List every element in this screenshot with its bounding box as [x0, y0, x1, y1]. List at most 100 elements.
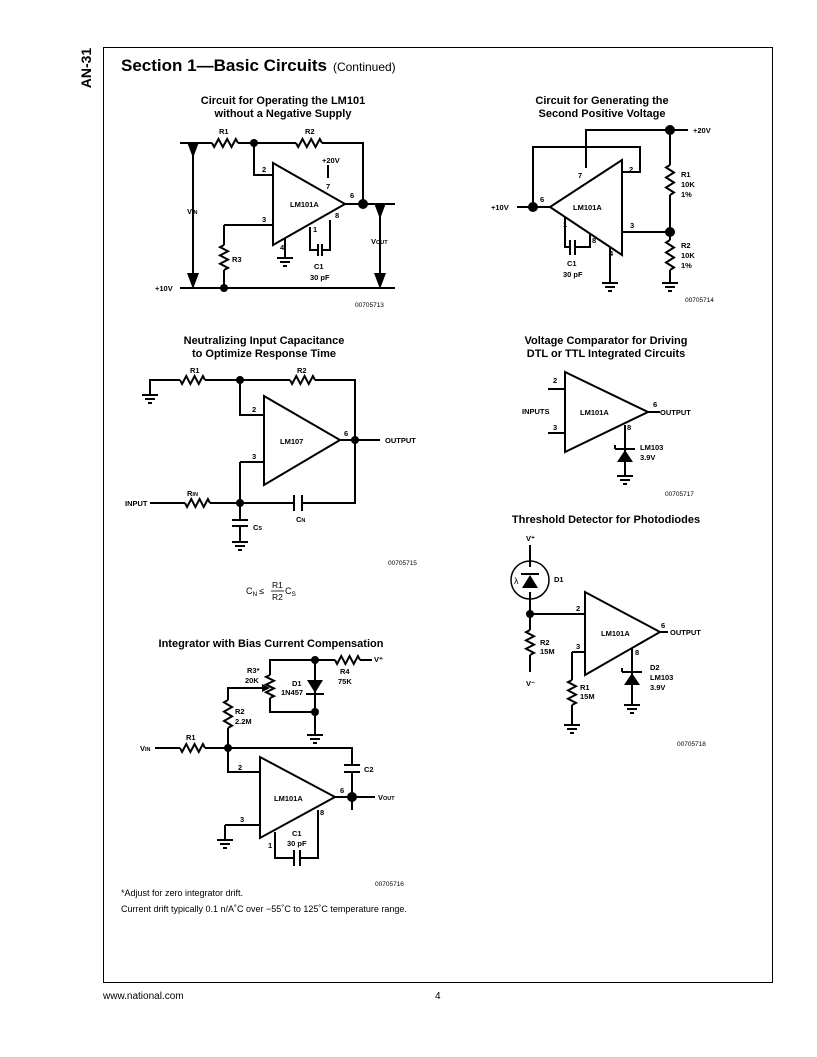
resistor-r1	[211, 136, 239, 150]
circuit-neutralizing-input-capacitance: Neutralizing Input Capacitance to Optimi…	[125, 335, 417, 602]
schematic-label: 4	[280, 243, 285, 252]
photodiode	[510, 560, 550, 600]
schematic-label: LM101A	[601, 629, 630, 638]
wire	[522, 575, 538, 588]
schematic-label: R2	[297, 366, 307, 375]
schematic-label: V⁺	[526, 534, 535, 543]
schematic-label: 3	[576, 642, 580, 651]
schematic-label: 3	[262, 215, 266, 224]
resistor	[222, 699, 234, 729]
schematic-label: 3	[240, 815, 244, 824]
schematic-label: 6	[661, 621, 665, 630]
schematic-label: C	[285, 586, 292, 596]
schematic-label: N	[301, 518, 305, 524]
schematic-label: Voltage Comparator for Driving	[525, 335, 688, 347]
zener-diode	[617, 450, 633, 462]
circuit-photodiode-threshold-detector: Threshold Detector for Photodiodes V⁺ λ …	[510, 514, 706, 748]
schematic-label: 7	[578, 171, 582, 180]
schematic-label: VOUT	[378, 793, 395, 802]
schematic-label: R2	[540, 638, 550, 647]
schematic-label: VIN	[187, 207, 198, 216]
schematic-label: C	[296, 515, 302, 524]
schematic-label: 3	[553, 423, 557, 432]
schematic-label: ≤	[259, 586, 264, 596]
schematic-label: Neutralizing Input Capacitance	[184, 335, 345, 347]
schematic-label: 8	[335, 211, 339, 220]
schematic-label: 3	[252, 452, 256, 461]
schematic-label: R2	[272, 592, 283, 602]
schematic-label: 8	[627, 423, 631, 432]
schematic-label: RIN	[187, 489, 198, 498]
schematic-label: 30 pF	[287, 839, 307, 848]
formula: CN≤ R1 R2 CS	[246, 580, 297, 602]
schematic-label: 8	[635, 648, 639, 657]
schematic-label: R2	[681, 241, 691, 250]
schematic-label: 10K	[681, 180, 695, 189]
junction-dot	[358, 199, 368, 209]
opamp-symbol	[548, 158, 623, 257]
resistor-r2	[295, 136, 323, 150]
schematic-label: CN	[296, 515, 305, 524]
schematic-label: R1	[219, 127, 229, 136]
junction-dot	[311, 656, 319, 664]
wire	[548, 388, 660, 476]
schematic-label: C1	[314, 262, 324, 271]
opamp-symbol	[263, 394, 342, 487]
schematic-label: R1	[186, 733, 196, 742]
schematic-label: 00705716	[375, 881, 404, 888]
schematic-label: to Optimize Response Time	[192, 348, 336, 360]
schematic-label: +10V	[491, 203, 509, 212]
schematic-label: 30 pF	[563, 270, 583, 279]
wire	[569, 240, 576, 255]
junction-dot	[528, 202, 538, 212]
junction-dot	[665, 125, 675, 135]
schematic-label: VIN	[140, 744, 151, 753]
schematic-label: LM101A	[573, 203, 602, 212]
schematic-label: 4	[609, 249, 614, 258]
schematic-label: C1	[292, 829, 302, 838]
schematic-label: 6	[344, 429, 348, 438]
schematic-label: 00705715	[388, 560, 417, 567]
schematic-label: 1%	[681, 190, 692, 199]
schematic-label: 2	[553, 376, 557, 385]
footer-url[interactable]: www.national.com	[103, 991, 184, 1002]
schematic-label: 00705714	[685, 297, 714, 304]
schematic-label: LM101A	[274, 794, 303, 803]
schematic-label: DTL or TTL Integrated Circuits	[527, 348, 686, 360]
schematic-label: Integrator with Bias Current Compensatio…	[159, 638, 384, 650]
figure-code: 00705713	[355, 302, 384, 309]
junction-dot	[311, 708, 319, 716]
page-frame	[103, 47, 773, 983]
schematic-label: D2	[650, 663, 660, 672]
schematic-label: S	[292, 591, 297, 598]
capacitor	[293, 764, 360, 866]
schematic-label: 2	[238, 763, 242, 772]
opamp-symbol	[564, 370, 651, 454]
wire	[621, 668, 642, 673]
schematic-label: R1	[580, 683, 590, 692]
junction-dot	[220, 284, 228, 292]
schematic-label: R4	[340, 667, 350, 676]
schematic-label: R1	[681, 170, 691, 179]
schematic-label: 3	[630, 221, 634, 230]
schematic-label: 8	[320, 808, 324, 817]
opamp-symbol	[584, 590, 663, 677]
junction-dot	[665, 227, 675, 237]
schematic-label: N	[253, 591, 258, 598]
circuit-voltage-comparator: Voltage Comparator for Driving DTL or TT…	[522, 335, 694, 498]
ground-icon	[217, 734, 323, 849]
schematic-label: C	[253, 523, 259, 532]
continued-label: (Continued)	[332, 60, 396, 74]
schematic-label: LM103	[650, 673, 673, 682]
capacitor	[232, 495, 303, 527]
schematic-label: 1	[313, 225, 317, 234]
resistor	[664, 239, 676, 271]
schematic-label: OUT	[383, 796, 395, 802]
schematic-label: R3*	[247, 666, 260, 675]
schematic-label: 10K	[681, 251, 695, 260]
ground-icon	[277, 257, 293, 267]
schematic-label: 15M	[540, 647, 555, 656]
schematic-label: 2	[629, 165, 633, 174]
schematic-label: OUTPUT	[670, 628, 701, 637]
